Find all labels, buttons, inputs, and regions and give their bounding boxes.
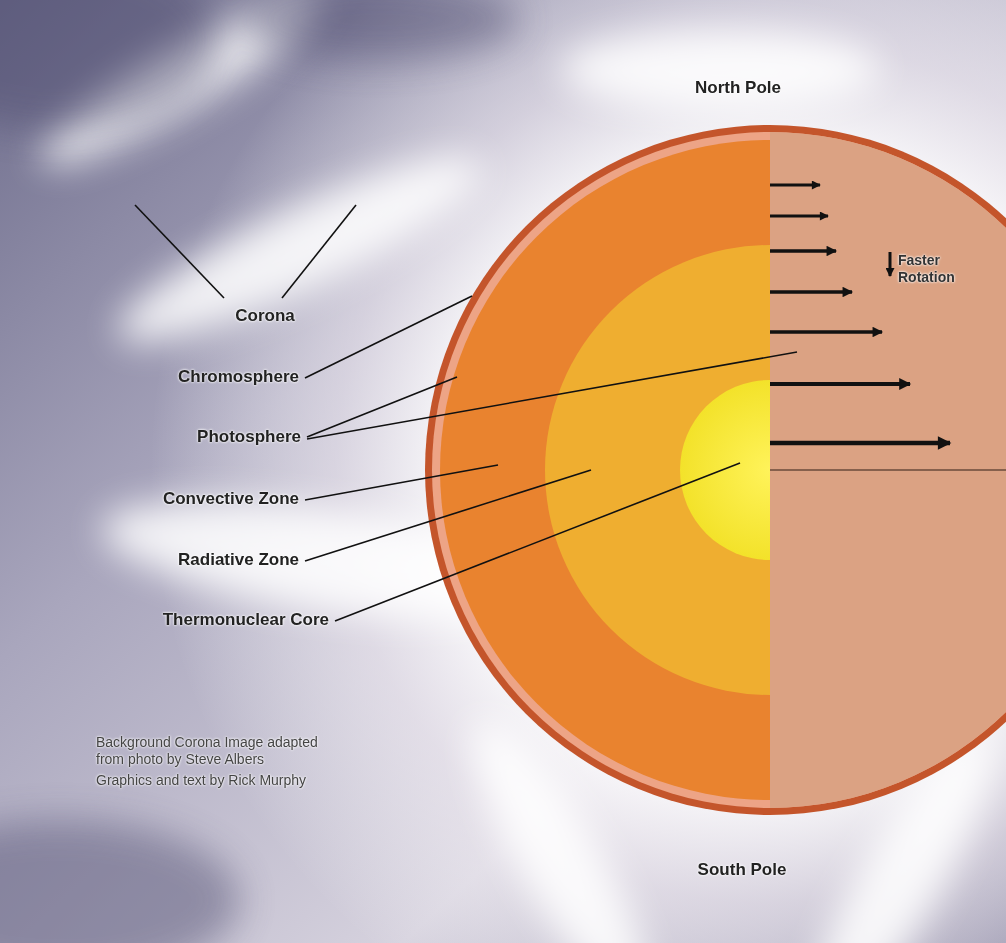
rotation-note: Faster Rotation xyxy=(898,252,970,286)
layer-label: Thermonuclear Core xyxy=(163,610,329,630)
layer-label: Convective Zone xyxy=(163,489,299,509)
layer-label: Radiative Zone xyxy=(178,550,299,570)
credit-note: Background Corona Image adapted from pho… xyxy=(96,734,346,768)
credit-note: Graphics and text by Rick Murphy xyxy=(96,772,306,789)
layer-label: Corona xyxy=(235,306,295,326)
pole-label: South Pole xyxy=(698,860,787,880)
layer-label: Photosphere xyxy=(197,427,301,447)
pole-label: North Pole xyxy=(695,78,781,98)
layer-label: Chromosphere xyxy=(178,367,299,387)
